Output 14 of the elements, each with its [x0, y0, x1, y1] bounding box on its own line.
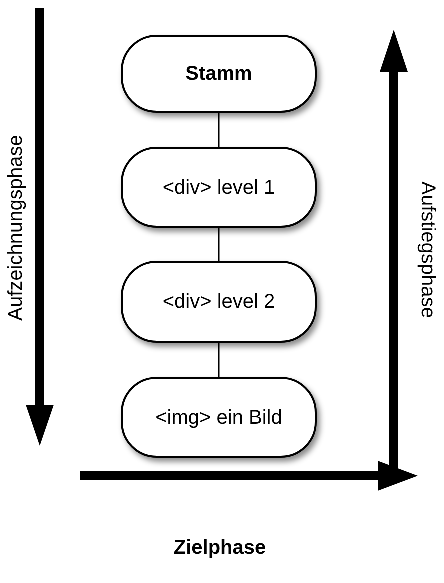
- connector-line: [218, 228, 220, 261]
- phase-label: Aufstiegsphase: [416, 182, 440, 318]
- node-text: <div> level 2: [162, 290, 276, 315]
- rounded-box: [121, 35, 317, 113]
- phase-label: Aufzeichnungsphase: [4, 135, 28, 321]
- rounded-box: [121, 377, 317, 458]
- node-text: <img> ein Bild: [154, 406, 284, 430]
- connector-line: [218, 113, 220, 147]
- rounded-box: [121, 147, 317, 228]
- rounded-box: [121, 261, 317, 343]
- node-text: <div> level 1: [162, 176, 276, 200]
- phase-label: Zielphase: [174, 536, 266, 561]
- connector-line: [218, 343, 220, 377]
- node-text: Stamm: [184, 62, 254, 87]
